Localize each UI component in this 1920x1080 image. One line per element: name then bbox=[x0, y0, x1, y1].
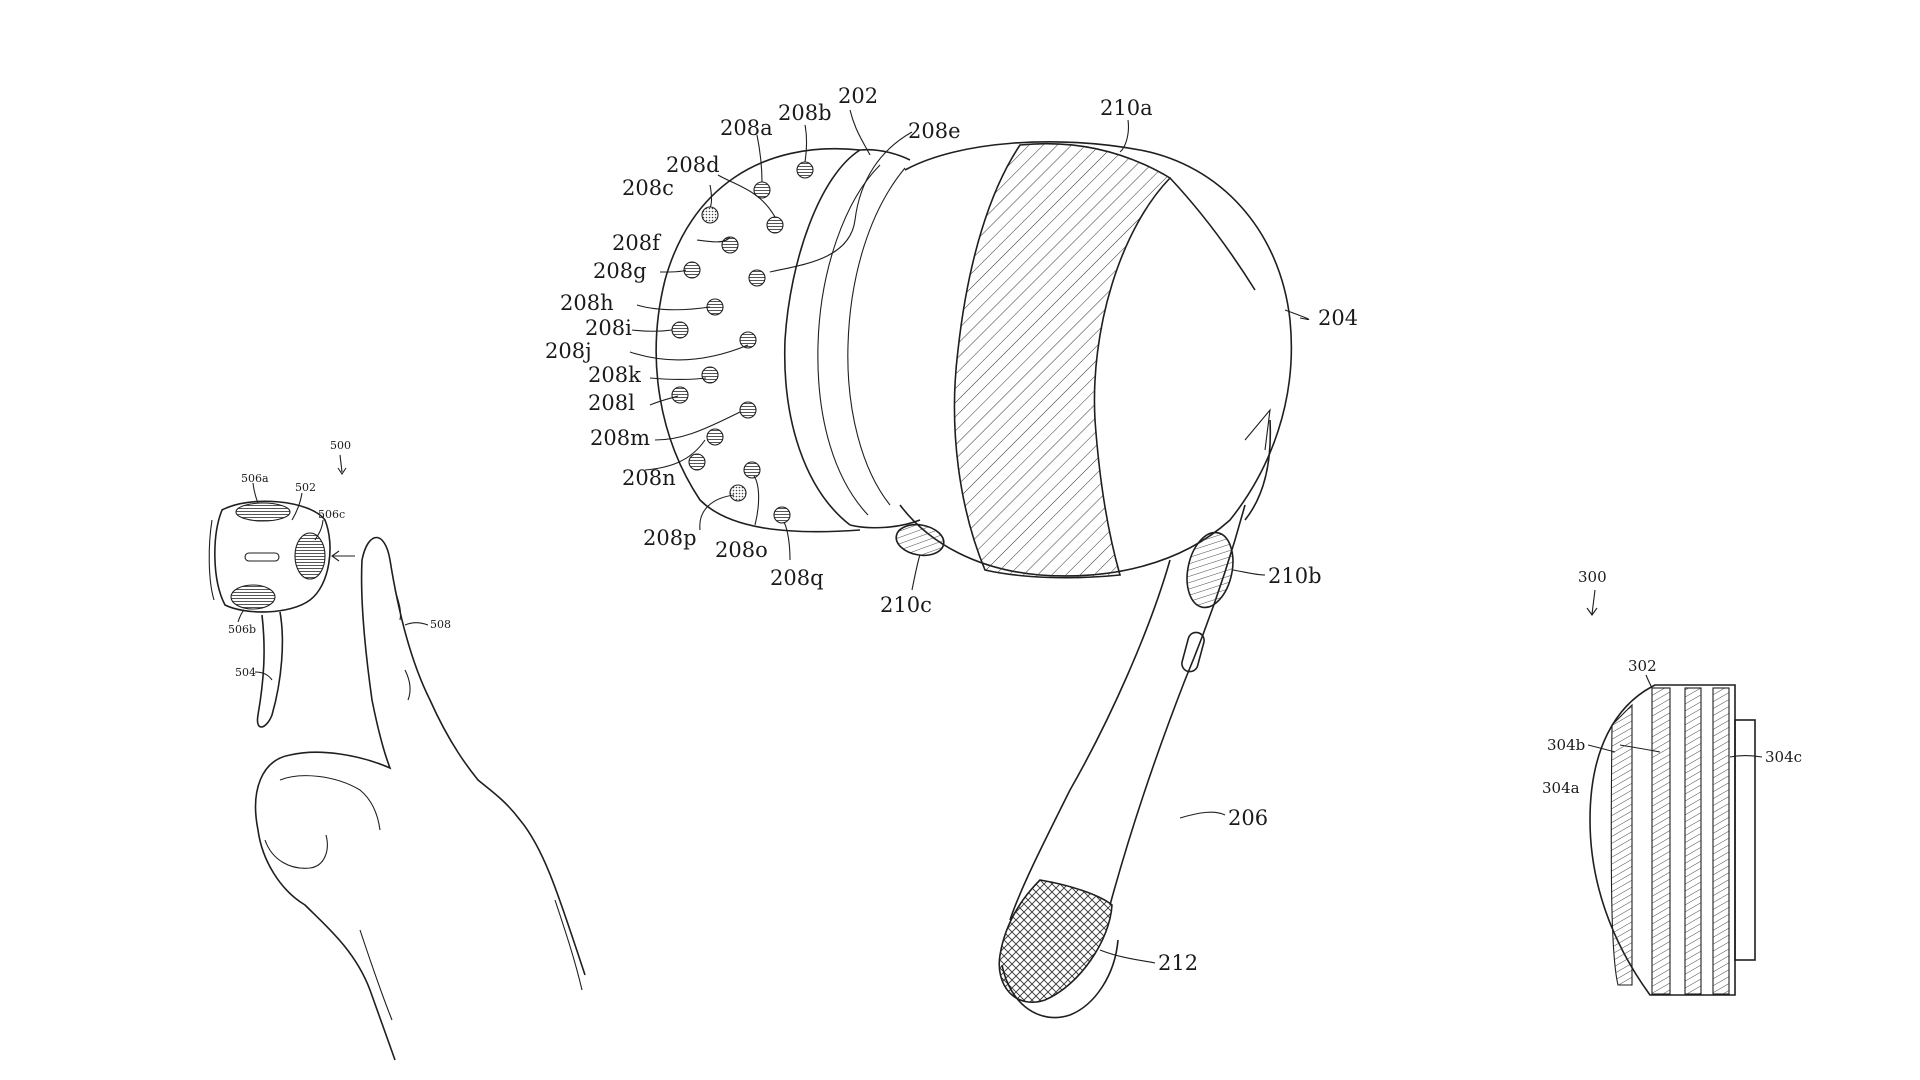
label-208o: 208o bbox=[715, 538, 768, 562]
ear-tip-flange bbox=[1734, 719, 1756, 961]
label-304a: 304a bbox=[1542, 779, 1580, 797]
label-208j: 208j bbox=[545, 339, 592, 363]
label-206: 206 bbox=[1228, 806, 1268, 830]
label-208c: 208c bbox=[622, 176, 674, 200]
label-210b: 210b bbox=[1268, 564, 1322, 588]
sensor-506c bbox=[294, 532, 326, 580]
label-208q: 208q bbox=[770, 566, 824, 590]
label-202: 202 bbox=[838, 84, 878, 108]
label-300: 300 bbox=[1578, 568, 1607, 586]
stem-tip-212 bbox=[998, 879, 1113, 1003]
layer-304b-2 bbox=[1684, 687, 1702, 995]
ear-tip-sensors-208 bbox=[671, 161, 814, 524]
label-304b: 304b bbox=[1547, 736, 1585, 754]
sensor-506b bbox=[230, 584, 276, 610]
label-208m: 208m bbox=[590, 426, 650, 450]
label-506b: 506b bbox=[228, 623, 256, 636]
stem-slot bbox=[1181, 631, 1205, 673]
label-210a: 210a bbox=[1100, 96, 1153, 120]
main-earbud-labels: 208a 208b 202 208e 208d 208c 208f 208g 2… bbox=[545, 84, 1358, 975]
label-208p: 208p bbox=[643, 526, 697, 550]
label-210c: 210c bbox=[880, 593, 932, 617]
small-earbud-slot bbox=[244, 552, 280, 562]
label-204: 204 bbox=[1318, 306, 1358, 330]
label-208n: 208n bbox=[622, 466, 676, 490]
small-stem-504 bbox=[256, 611, 284, 728]
label-208f: 208f bbox=[612, 231, 662, 255]
label-208e: 208e bbox=[908, 119, 961, 143]
touch-arrow bbox=[331, 550, 355, 562]
sensor-506a bbox=[235, 502, 291, 522]
label-302: 302 bbox=[1628, 657, 1657, 675]
label-506c: 506c bbox=[318, 508, 345, 521]
label-208k: 208k bbox=[588, 363, 641, 387]
small-earbud-502 bbox=[214, 500, 331, 613]
sensor-band-210a bbox=[953, 142, 1172, 579]
ear-tip-202 bbox=[655, 148, 861, 533]
leader-lines bbox=[629, 109, 1310, 964]
earbud-main: 208a 208b 202 208e 208d 208c 208f 208g 2… bbox=[545, 84, 1358, 1019]
label-502: 502 bbox=[295, 481, 316, 494]
label-208a: 208a bbox=[720, 116, 773, 140]
label-208b: 208b bbox=[778, 101, 832, 125]
sensor-210b bbox=[1186, 531, 1234, 609]
label-212: 212 bbox=[1158, 951, 1198, 975]
sensor-210c bbox=[895, 523, 945, 557]
label-208g: 208g bbox=[593, 259, 647, 283]
label-504: 504 bbox=[235, 666, 256, 679]
nozzle-ring-outer bbox=[783, 149, 861, 526]
hand-508 bbox=[254, 536, 586, 1061]
label-208i: 208i bbox=[585, 316, 632, 340]
layer-304c bbox=[1712, 687, 1730, 995]
label-506a: 506a bbox=[241, 472, 269, 485]
label-208d: 208d bbox=[666, 153, 720, 177]
label-208h: 208h bbox=[560, 291, 614, 315]
label-208l: 208l bbox=[588, 391, 635, 415]
layer-304a bbox=[1610, 703, 1633, 986]
label-304c: 304c bbox=[1765, 748, 1802, 766]
layer-304b bbox=[1651, 687, 1671, 995]
label-500: 500 bbox=[330, 439, 351, 452]
figure-500-touch: 500 506a 502 506c 506b 504 508 bbox=[208, 439, 586, 1061]
label-508: 508 bbox=[430, 618, 451, 631]
figure-300-ear-tip: 300 302 304b 304a 304c bbox=[1542, 568, 1802, 996]
